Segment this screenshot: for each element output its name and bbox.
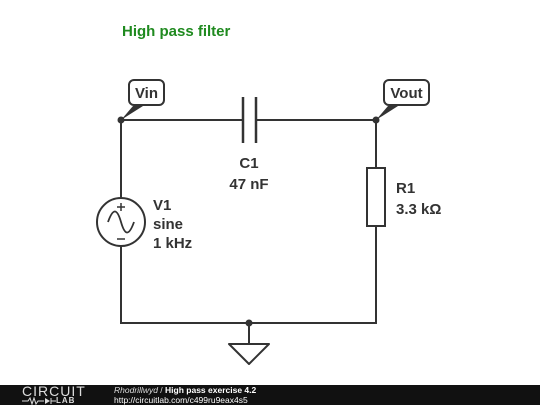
circuit-title: High pass filter (122, 23, 231, 40)
project-name[interactable]: High pass exercise 4.2 (165, 385, 257, 395)
author-name[interactable]: Rhodrillwyd (114, 385, 158, 395)
resistor-symbol (366, 167, 386, 227)
capacitor-name: C1 (239, 155, 258, 172)
source-name: V1 (153, 197, 171, 214)
junction-ground (245, 319, 253, 327)
vout-node-flag: Vout (376, 79, 430, 120)
schematic-canvas: High pass filter (96, 23, 441, 365)
footer-bar: CIRCUIT LAB Rhodrillwyd / High pass exer… (0, 383, 540, 405)
source-type: sine (153, 216, 183, 233)
capacitor-value: 47 nF (229, 176, 268, 193)
logo-wave-icon (22, 397, 56, 405)
ground-symbol (228, 343, 270, 365)
project-url[interactable]: http://circuitlab.com/c499ru9eax4s5 (114, 395, 248, 405)
source-frequency: 1 kHz (153, 235, 192, 252)
capacitor-symbol (241, 97, 258, 143)
circuitlab-logo[interactable]: CIRCUIT LAB (22, 383, 102, 405)
resistor-value: 3.3 kΩ (396, 201, 441, 218)
logo-text-bottom: LAB (56, 396, 76, 405)
sine-source-symbol (96, 197, 146, 247)
vin-node-flag: Vin (121, 79, 165, 120)
vin-label: Vin (135, 85, 158, 102)
vout-label: Vout (390, 85, 422, 102)
credit-line: Rhodrillwyd / High pass exercise 4.2 (114, 386, 256, 395)
logo-text-top: CIRCUIT (22, 383, 86, 399)
credit-separator: / (157, 385, 166, 395)
resistor-name: R1 (396, 180, 415, 197)
